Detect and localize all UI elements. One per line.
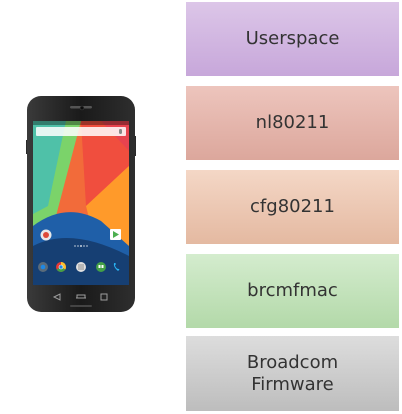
phone-app-icon (113, 263, 120, 271)
nav-buttons (52, 293, 108, 301)
layer-nl80211: nl80211 (186, 86, 399, 160)
layer-brcmfmac: brcmfmac (186, 254, 399, 328)
layer-label: Userspace (245, 28, 340, 49)
layer-label: brcmfmac (247, 280, 338, 301)
hangouts-app-icon (96, 262, 106, 272)
phone-screen (33, 121, 129, 285)
search-bar (36, 127, 126, 136)
layer-userspace: Userspace (186, 2, 399, 76)
layer-broadcom-firmware: Broadcom Firmware (186, 336, 399, 411)
android-phone-illustration (26, 96, 136, 312)
layer-cfg80211: cfg80211 (186, 170, 399, 244)
layer-label: cfg80211 (250, 196, 335, 217)
layer-label: nl80211 (255, 112, 330, 133)
layer-label: Broadcom Firmware (246, 351, 339, 395)
